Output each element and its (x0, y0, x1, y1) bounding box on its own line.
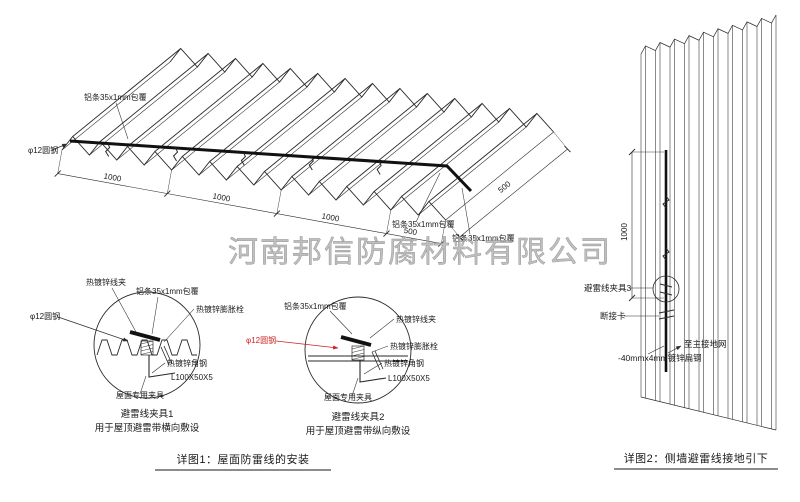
dim-1000-c: 1000 (321, 212, 341, 224)
label-disconnect-card: 断接卡 (600, 311, 626, 321)
company-watermark: 河南邦信防腐材料有限公司 (228, 236, 612, 269)
label-d2-round-steel: φ12圆钢 (246, 335, 276, 345)
dim-1000-b: 1000 (212, 192, 232, 204)
label-d2-galvanized-clip: 热镀锌线夹 (396, 314, 436, 324)
label-d1-roof-clamp: 屋面专用夹具 (116, 390, 164, 400)
detail2-labels: 铝条35x1mm包覆 热镀锌线夹 φ12圆钢 热镀锌膨胀栓 热镀锌角钢 L100… (246, 301, 438, 437)
label-d2-angle-steel: 热镀锌角钢 (384, 358, 424, 368)
label-flat-steel: -40mmx4mm镀锌扁钢 (618, 353, 702, 363)
label-to-main-ground: 至主接地网 (684, 339, 727, 349)
roof-isometric-drawing (51, 47, 571, 247)
wall-labels: 避雷线夹具3 断接卡 至主接地网 -40mmx4mm镀锌扁钢 1000 (584, 223, 727, 363)
label-d2-angle-size: L100X50X5 (388, 374, 430, 383)
label-d1-aluminium-strip: 铝条35x1mm包覆 (136, 286, 199, 296)
label-wall-clamp3: 避雷线夹具3 (584, 283, 632, 293)
label-d1-galvanized-clip: 热镀锌线夹 (86, 277, 126, 287)
caption-fig1: 详图1：屋面防雷线的安装 (176, 452, 309, 466)
detail-circle-2-drawing (275, 296, 412, 404)
label-d1-angle-steel: 热镀锌角钢 (167, 358, 207, 368)
detail1-subtitle: 用于屋顶避雷带横向敷设 (95, 422, 200, 434)
label-round-steel-roof: φ12圆钢 (28, 145, 58, 155)
detail2-subtitle: 用于屋顶避雷带纵向敷设 (306, 425, 411, 437)
figure-captions: 详图1：屋面防雷线的安装 详图2：侧墙避雷线接地引下 (155, 451, 778, 471)
dim-500-right: 500 (496, 179, 512, 195)
label-d1-expansion-bolt: 热镀锌膨胀栓 (196, 304, 244, 314)
label-aluminium-strip-right-2: 铝条35x1mm包覆 (452, 233, 515, 243)
roof-labels: 铝条35x1mm包覆 φ12圆钢 铝条35x1mm包覆 铝条35x1mm包覆 1… (28, 92, 515, 243)
label-d2-aluminium-strip: 铝条35x1mm包覆 (284, 301, 347, 311)
label-aluminium-strip-top: 铝条35x1mm包覆 (84, 92, 147, 102)
label-d2-roof-clamp: 屋面专用夹具 (324, 392, 372, 402)
detail1-title: 避雷线夹具1 (121, 408, 174, 420)
detail1-labels: 热镀锌线夹 铝条35x1mm包覆 热镀锌膨胀栓 φ12圆钢 热镀锌角钢 L100… (30, 277, 244, 434)
dim-500-bottom: 500 (403, 226, 418, 237)
detail2-title: 避雷线夹具2 (332, 411, 385, 423)
label-d2-expansion-bolt: 热镀锌膨胀栓 (390, 341, 438, 351)
label-d1-angle-size: L100X50X5 (171, 373, 213, 382)
dim-1000-a: 1000 (103, 172, 123, 184)
wall-section-drawing (624, 14, 777, 431)
label-d1-round-steel: φ12圆钢 (30, 311, 60, 321)
label-aluminium-strip-right: 铝条35x1mm包覆 (392, 219, 455, 229)
detail-circle-1-drawing (57, 287, 201, 399)
caption-fig2: 详图2：侧墙避雷线接地引下 (624, 451, 769, 465)
dim-1000-wall: 1000 (620, 223, 629, 241)
